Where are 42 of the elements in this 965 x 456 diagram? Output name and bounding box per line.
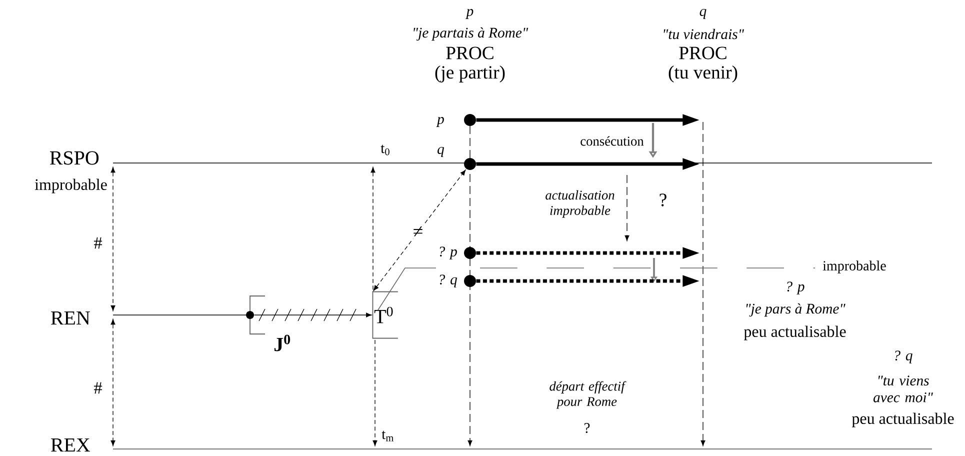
edge-label: ≠ — [414, 226, 422, 236]
arrow — [254, 312, 372, 318]
bracket-node: T$^{0}$ — [372, 291, 398, 339]
hash-sign: # — [94, 237, 102, 249]
hash-sign: # — [94, 382, 102, 394]
relation-label: consécution — [580, 136, 644, 146]
process-label: (tu venir) — [668, 66, 738, 82]
process-label: PROC — [679, 46, 726, 60]
time-label: t$_{m}$ — [382, 430, 394, 442]
formula-label: p — [465, 9, 474, 19]
note-label: départ effectif pour Rome — [550, 381, 626, 409]
point-dot — [464, 158, 476, 170]
quote-label: "je partais à Rome" — [414, 27, 528, 41]
point-label: q — [438, 147, 444, 157]
level-label: REX — [51, 438, 90, 452]
point-dot — [246, 311, 254, 319]
point-label: J$^{0}$ — [274, 334, 290, 352]
point-dot — [464, 114, 476, 126]
formula-label: ? q — [895, 350, 912, 364]
quote-label: "tu viendrais" — [664, 28, 744, 40]
level-label: RSPO — [50, 151, 99, 165]
formula-label: q — [700, 9, 706, 19]
level-label: REN — [51, 311, 90, 325]
note-label: actualisation improbable — [546, 190, 614, 218]
point-dot — [464, 247, 476, 259]
question-mark: ? — [660, 194, 666, 206]
quote-label: "tu viens avec moi" — [873, 376, 933, 402]
question-mark: ? — [584, 423, 590, 433]
point-dot — [464, 275, 476, 287]
threshold-label: improbable — [822, 260, 886, 274]
formula-label: ? p — [787, 282, 804, 294]
time-label: t$_{0}$ — [380, 144, 390, 156]
point-label: ? q — [440, 274, 458, 288]
status-label: peu actualisable — [744, 326, 846, 340]
status-label: peu actualisable — [852, 412, 954, 428]
point-label: p — [436, 117, 444, 127]
level-note: improbable — [34, 178, 107, 194]
process-label: PROC — [446, 46, 494, 60]
arrow — [373, 170, 466, 291]
point-label: ? p — [440, 246, 457, 260]
quote-label: "je pars à Rome" — [746, 303, 846, 317]
process-label: (je partir) — [435, 66, 505, 82]
